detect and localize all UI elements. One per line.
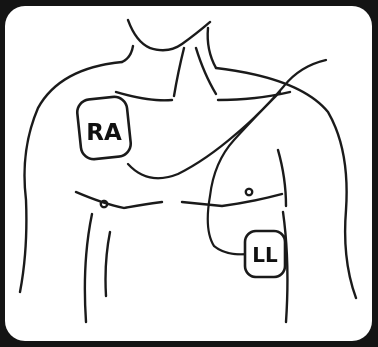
panel-background [5,6,372,341]
electrode-ra: RA [76,96,132,161]
electrode-ll: LL [245,231,285,277]
electrode-ra-label: RA [86,120,122,146]
electrode-ll-label: LL [252,243,278,267]
